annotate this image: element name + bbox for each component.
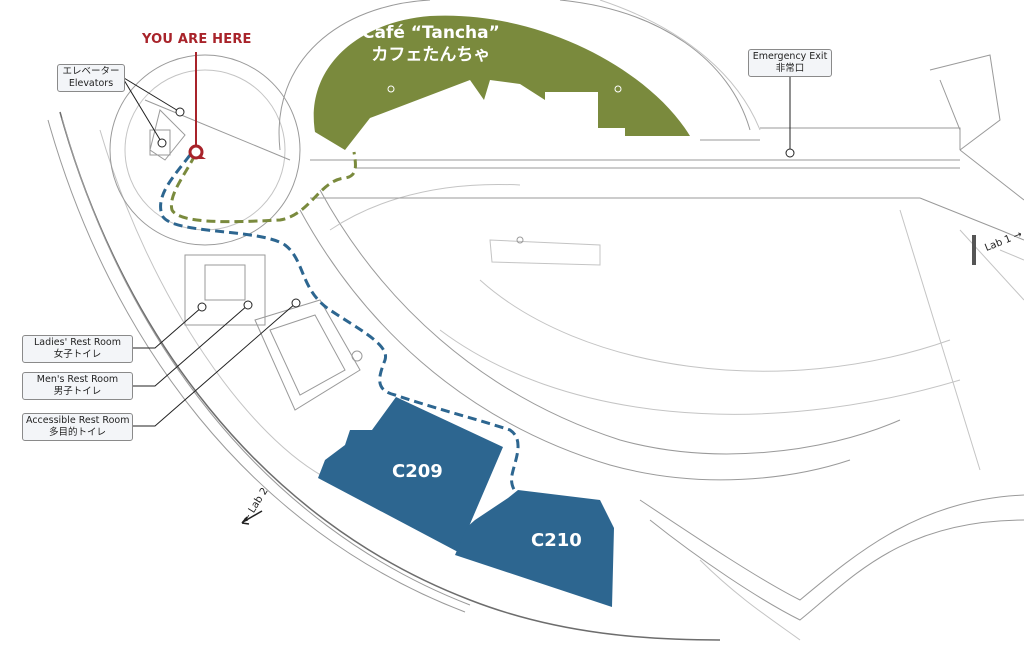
callout-text-ja: 男子トイレ — [53, 386, 102, 397]
callout-text-en: Emergency Exit — [752, 51, 828, 62]
callout-ladies-rest-room: Ladies' Rest Room 女子トイレ — [22, 335, 133, 363]
callout-accessible-rest-room: Accessible Rest Room 多目的トイレ — [22, 413, 133, 441]
callout-emergency-exit: Emergency Exit 非常口 — [748, 49, 832, 77]
outer-wall — [59, 111, 721, 641]
room-c210-label: C210 — [531, 530, 582, 551]
location-pin-icon — [188, 144, 206, 160]
you-are-here-label: YOU ARE HERE — [142, 32, 252, 47]
callout-text-en: Accessible Rest Room — [26, 415, 130, 426]
callout-text-en: Men's Rest Room — [36, 374, 119, 385]
cafe-label: Café “Tancha” カフェたんちゃ — [362, 22, 500, 66]
arrow-left-icon — [242, 510, 263, 523]
callout-text-ja: エレベーター — [62, 66, 120, 77]
callout-text-en: Elevators — [68, 78, 114, 89]
cafe-name-ja: カフェたんちゃ — [371, 45, 491, 65]
room-c209[interactable] — [318, 397, 503, 552]
route-to-cafe — [169, 151, 357, 224]
room-c210[interactable] — [455, 490, 614, 607]
room-c209-label: C209 — [392, 461, 443, 482]
callout-text-en: Ladies' Rest Room — [34, 337, 121, 348]
callout-text-ja: 多目的トイレ — [48, 427, 106, 438]
callout-mens-rest-room: Men's Rest Room 男子トイレ — [22, 372, 133, 400]
callout-elevators: エレベーター Elevators — [57, 64, 125, 92]
callout-text-ja: 非常口 — [775, 63, 805, 74]
callout-text-ja: 女子トイレ — [53, 349, 102, 360]
cafe-area[interactable] — [313, 15, 690, 150]
cafe-name-en: Café “Tancha” — [362, 23, 500, 43]
